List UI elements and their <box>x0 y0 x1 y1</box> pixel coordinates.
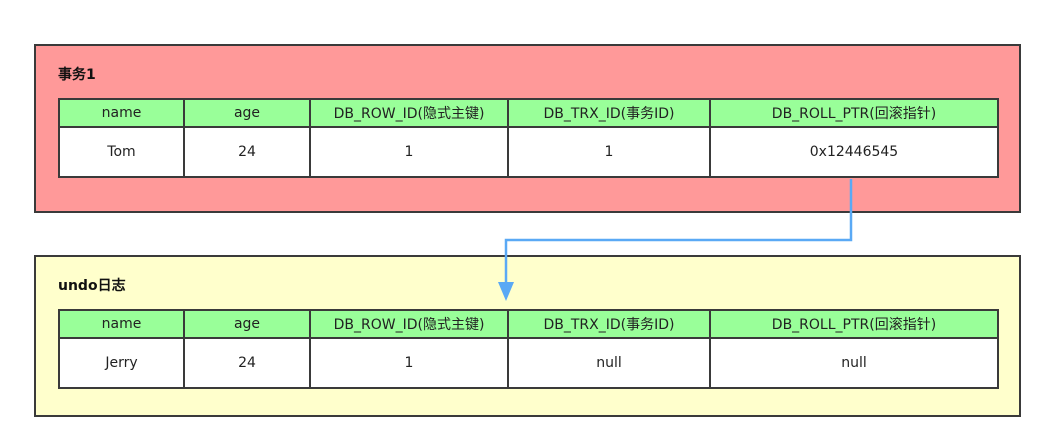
transaction-panel: 事务1 name age DB_ROW_ID(隐式主键) DB_TRX_ID(事… <box>34 44 1021 213</box>
undo-value-trx-id: null <box>507 337 711 389</box>
undo-log-record-table: name age DB_ROW_ID(隐式主键) DB_TRX_ID(事务ID)… <box>58 309 999 389</box>
txn-header-trx-id: DB_TRX_ID(事务ID) <box>507 98 711 128</box>
undo-header-trx-id: DB_TRX_ID(事务ID) <box>507 309 711 339</box>
undo-header-row-id: DB_ROW_ID(隐式主键) <box>309 309 509 339</box>
undo-log-panel: undo日志 name age DB_ROW_ID(隐式主键) DB_TRX_I… <box>34 255 1021 417</box>
undo-value-name: Jerry <box>58 337 185 389</box>
undo-value-row: Jerry 24 1 null null <box>58 337 999 389</box>
transaction-header-row: name age DB_ROW_ID(隐式主键) DB_TRX_ID(事务ID)… <box>58 98 999 128</box>
undo-value-age: 24 <box>183 337 311 389</box>
undo-value-row-id: 1 <box>309 337 509 389</box>
undo-value-roll-ptr: null <box>709 337 999 389</box>
txn-value-name: Tom <box>58 126 185 178</box>
txn-header-roll-ptr: DB_ROLL_PTR(回滚指针) <box>709 98 999 128</box>
transaction-value-row: Tom 24 1 1 0x12446545 <box>58 126 999 178</box>
txn-value-roll-ptr: 0x12446545 <box>709 126 999 178</box>
txn-value-trx-id: 1 <box>507 126 711 178</box>
txn-value-age: 24 <box>183 126 311 178</box>
txn-header-age: age <box>183 98 311 128</box>
txn-header-row-id: DB_ROW_ID(隐式主键) <box>309 98 509 128</box>
undo-header-row: name age DB_ROW_ID(隐式主键) DB_TRX_ID(事务ID)… <box>58 309 999 339</box>
undo-header-roll-ptr: DB_ROLL_PTR(回滚指针) <box>709 309 999 339</box>
transaction-record-table: name age DB_ROW_ID(隐式主键) DB_TRX_ID(事务ID)… <box>58 98 999 178</box>
undo-header-age: age <box>183 309 311 339</box>
transaction-title: 事务1 <box>58 67 96 83</box>
undo-log-title: undo日志 <box>58 278 126 294</box>
txn-value-row-id: 1 <box>309 126 509 178</box>
txn-header-name: name <box>58 98 185 128</box>
undo-header-name: name <box>58 309 185 339</box>
